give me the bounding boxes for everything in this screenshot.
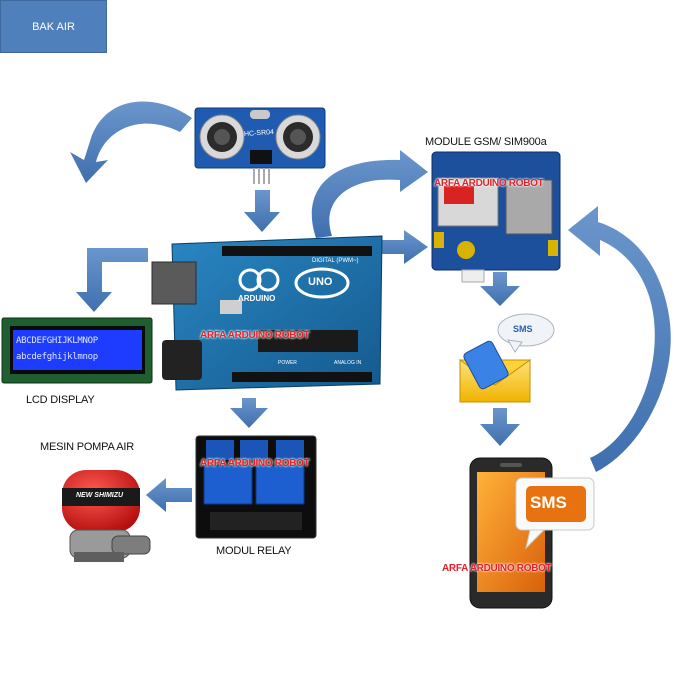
relay-module-icon: [195, 435, 317, 539]
arrow-arduino-to-relay: [230, 398, 268, 428]
watermark-arduino: ARFA ARDUINO ROBOT: [200, 330, 310, 341]
arrow-arduino-to-gsm: [380, 230, 428, 264]
arrow-sensor-to-bak-air: [70, 101, 192, 183]
watermark-phone: ARFA ARDUINO ROBOT: [442, 563, 552, 574]
arduino-power-label: POWER: [278, 360, 297, 366]
mesin-pompa-label: MESIN POMPA AIR: [40, 441, 134, 453]
lcd-display-icon: [1, 317, 153, 384]
ultrasonic-sensor-icon: [194, 107, 326, 184]
arduino-uno-board-icon: [151, 235, 383, 391]
sms-envelope-icon: [458, 313, 555, 403]
gsm-module-icon: [431, 151, 561, 283]
pump-brand: NEW SHIMIZU: [76, 492, 124, 499]
lcd-line-2: abcdefghijklmnop: [16, 352, 98, 362]
arrow-gsm-to-sms: [480, 272, 520, 306]
arrow-phone-to-gsm: [568, 206, 671, 472]
arduino-analog-label: ANALOG IN: [334, 360, 362, 366]
smartphone-icon: [469, 457, 595, 609]
lcd-display-label: LCD DISPLAY: [26, 394, 95, 406]
arduino-brand: ARDUINO: [238, 294, 276, 303]
arrow-sms-to-phone: [480, 408, 520, 446]
water-pump-icon: [62, 470, 151, 562]
sms-bubble-text: SMS: [513, 324, 533, 334]
bak-air-box: BAK AIR: [0, 0, 107, 53]
arrow-arduino-curve-to-gsm: [311, 150, 428, 238]
watermark-relay: ARFA ARDUINO ROBOT: [200, 458, 310, 469]
module-gsm-label: MODULE GSM/ SIM900a: [425, 136, 547, 148]
bak-air-label: BAK AIR: [32, 20, 75, 33]
arrow-sensor-to-arduino: [244, 190, 280, 232]
lcd-line-1: ABCDEFGHIJKLMNOP: [16, 336, 98, 346]
arrow-arduino-to-lcd: [76, 248, 148, 312]
arduino-logo-text: UNO: [308, 276, 333, 288]
watermark-gsm: ARFA ARDUINO ROBOT: [434, 178, 544, 189]
phone-sms-text: SMS: [530, 493, 567, 512]
arrow-relay-to-pump: [146, 478, 192, 512]
arduino-digital-label: DIGITAL (PWM~): [312, 258, 359, 264]
modul-relay-label: MODUL RELAY: [216, 545, 292, 557]
